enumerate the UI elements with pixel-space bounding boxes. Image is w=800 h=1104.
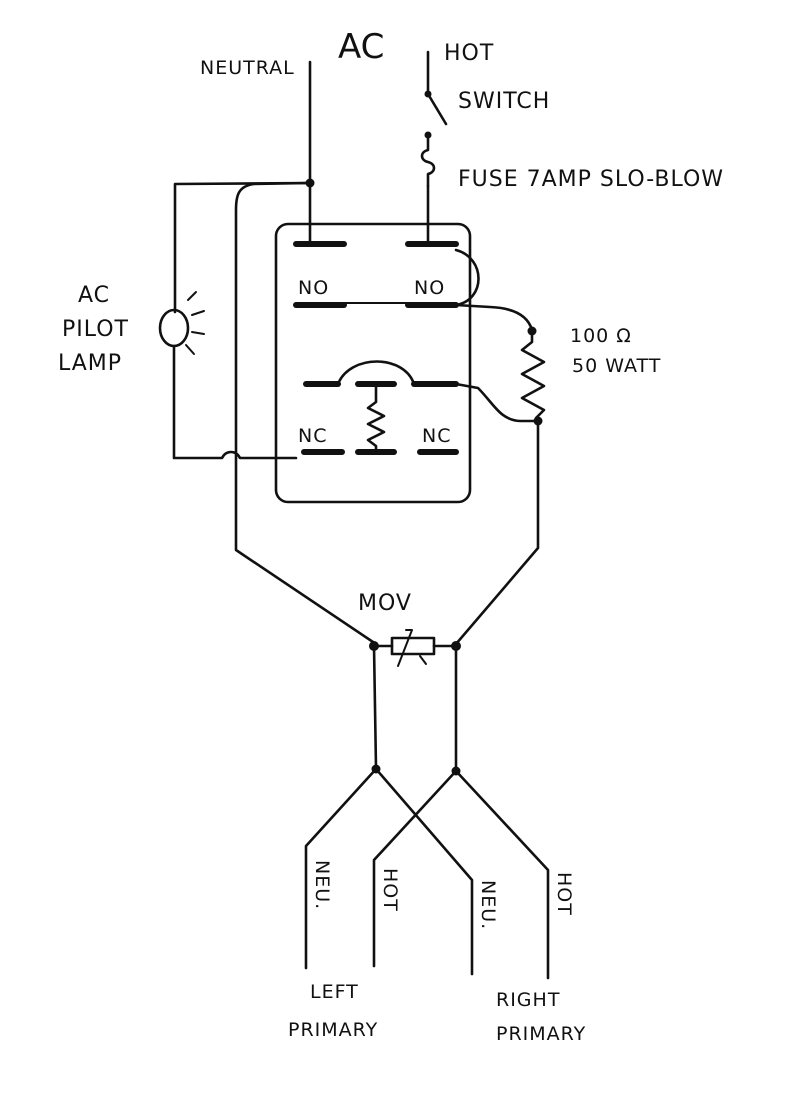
right-neu-label: NEU.	[477, 880, 499, 930]
pilot-lamp-label-1: AC	[78, 283, 110, 308]
neutral-to-left-mov-wire	[234, 181, 378, 646]
pilot-lamp-label-2: PILOT	[62, 317, 129, 342]
hot-jumper-arc	[454, 248, 480, 307]
lamp-to-nc-wire	[172, 344, 298, 460]
no-right-label: NO	[414, 277, 445, 299]
mov-label: MOV	[358, 591, 412, 616]
lamp-ray-1	[187, 291, 197, 301]
right-hot-label: HOT	[553, 872, 575, 916]
right-primary-label-2: PRIMARY	[496, 1023, 586, 1045]
no-to-resistor-wire	[454, 303, 534, 332]
right-neu-output-wire	[374, 767, 474, 976]
nc-right-label: NC	[422, 425, 451, 447]
ac-title: AC	[338, 27, 384, 67]
mov-body	[390, 636, 436, 656]
lamp-ray-2	[191, 310, 205, 316]
nc-left-label: NC	[298, 425, 327, 447]
neutral-label: NEUTRAL	[200, 57, 295, 79]
left-primary-label-1: LEFT	[310, 981, 359, 1003]
lamp-ray-3	[191, 331, 205, 335]
left-primary-label-2: PRIMARY	[288, 1019, 378, 1041]
mov-varistor-slash	[397, 629, 413, 667]
resistor-wattage-label: 50 WATT	[572, 355, 661, 377]
pilot-lamp-icon	[158, 308, 190, 348]
pilot-lamp-label-3: LAMP	[58, 351, 122, 376]
relay-coil	[366, 382, 386, 454]
armature-bridge-arc	[336, 360, 416, 386]
resistor-symbol	[520, 329, 546, 420]
fuse-symbol	[420, 133, 436, 188]
left-neu-output-wire	[304, 767, 378, 970]
right-hot-output-wire	[454, 769, 550, 980]
hot-to-right-mov-wire	[454, 419, 540, 646]
left-hot-label: HOT	[379, 868, 401, 912]
right-primary-label-1: RIGHT	[496, 989, 560, 1011]
lamp-ray-4	[185, 344, 195, 355]
left-hot-output-wire	[372, 769, 458, 968]
resistor-value-label: 100 Ω	[570, 325, 632, 347]
switch-label: SWITCH	[458, 89, 550, 114]
switch-blade	[426, 92, 448, 126]
armature-to-resistor-wire	[454, 382, 540, 423]
mov-varistor-tail	[419, 655, 427, 665]
left-neu-label: NEU.	[311, 860, 333, 910]
hot-label: HOT	[444, 41, 494, 66]
left-drop-wire	[372, 644, 378, 770]
fuse-label: FUSE 7AMP SLO-BLOW	[458, 167, 724, 192]
relay-box	[274, 222, 472, 504]
no-left-label: NO	[298, 277, 329, 299]
